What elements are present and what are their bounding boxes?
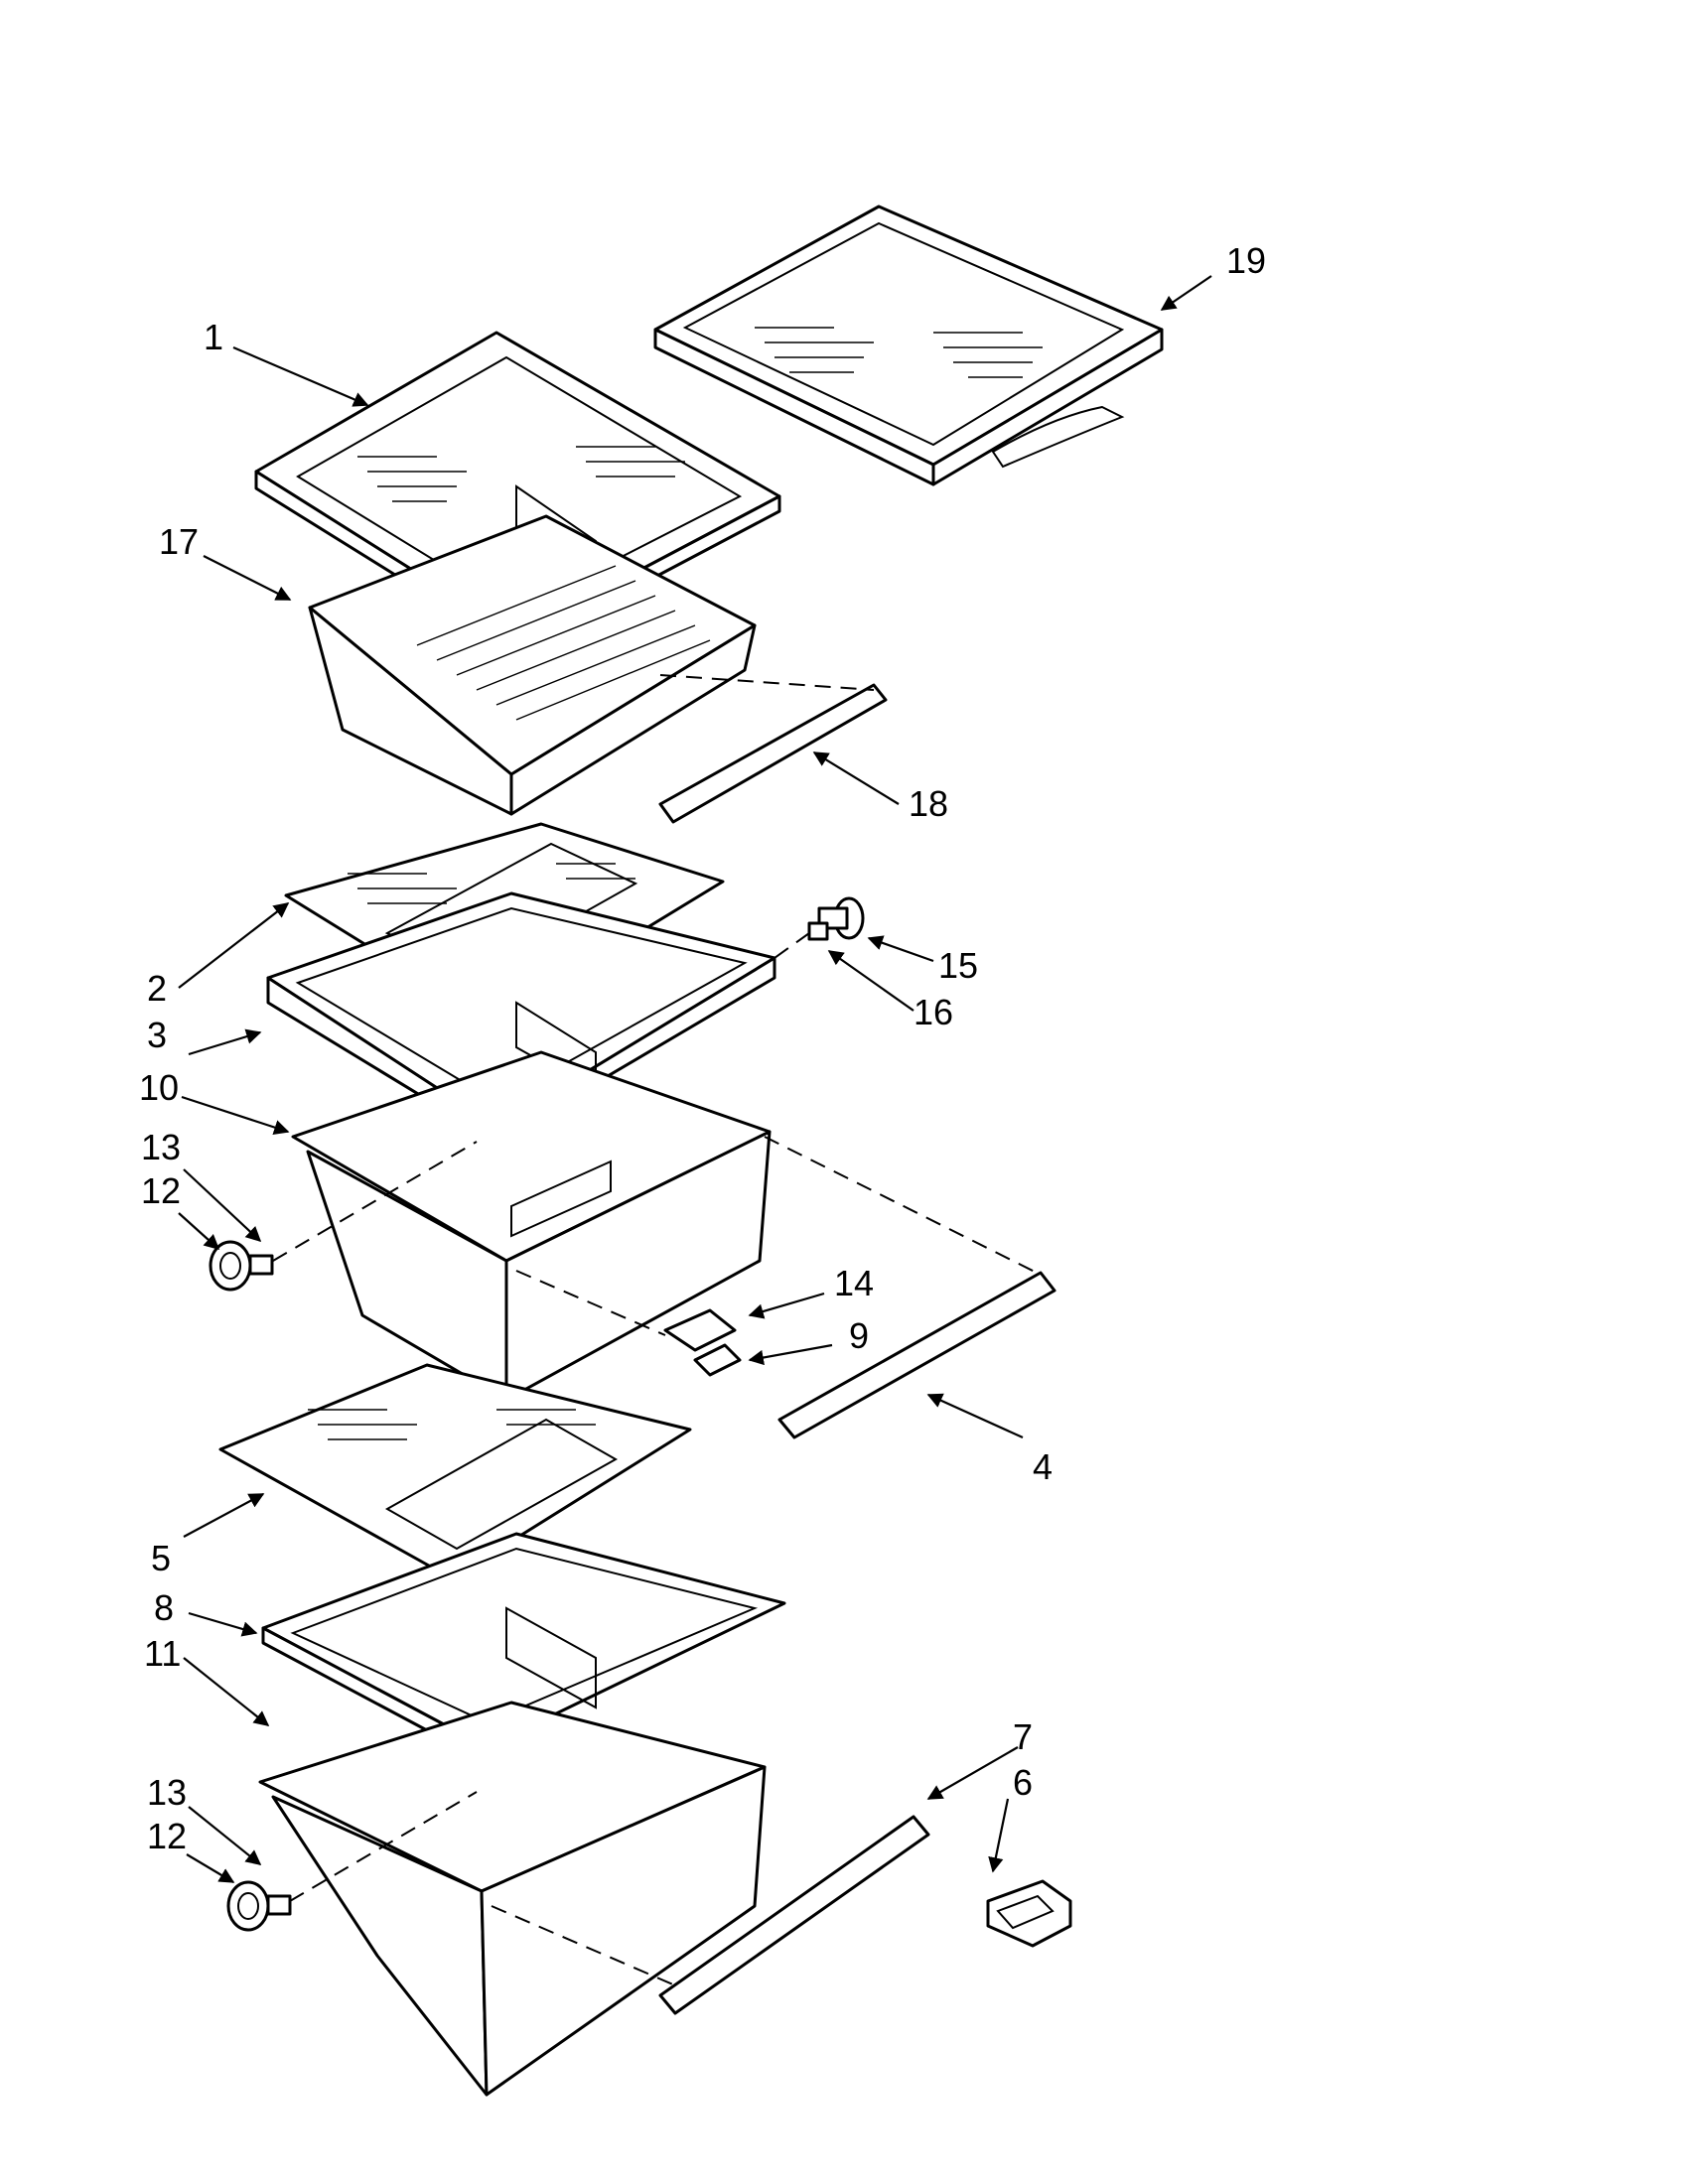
clip-14-9	[515, 1270, 742, 1377]
crisper-cover-5	[218, 1363, 692, 1580]
callout-12-lower: 12	[147, 1816, 187, 1856]
callout-13-upper: 13	[141, 1127, 181, 1167]
callout-6: 6	[1013, 1762, 1033, 1803]
callout-9: 9	[849, 1315, 869, 1356]
crisper-drawer-11	[258, 1701, 767, 2097]
callout-7: 7	[1013, 1716, 1033, 1757]
callout-14: 14	[834, 1263, 874, 1303]
glass-shelf-19	[653, 205, 1164, 486]
callout-12-upper: 12	[141, 1170, 181, 1211]
knob-12-13-lower	[226, 1791, 478, 1932]
knob-15-screw-16	[774, 896, 865, 959]
knob-12-13-upper	[209, 1141, 478, 1292]
bracket-6	[986, 1879, 1072, 1948]
crisper-pan-17	[308, 514, 757, 816]
crisper-drawer-10	[291, 1050, 1044, 1402]
leader-lines	[178, 275, 1212, 1883]
rail-4	[777, 1271, 1056, 1439]
callout-1: 1	[204, 317, 223, 357]
callout-10: 10	[139, 1067, 179, 1108]
callout-11: 11	[144, 1633, 181, 1674]
callout-17: 17	[159, 521, 199, 562]
callout-5: 5	[151, 1538, 171, 1578]
callout-16: 16	[914, 992, 953, 1032]
callout-3: 3	[147, 1015, 167, 1055]
callout-13-lower: 13	[147, 1772, 187, 1813]
callout-4: 4	[1033, 1446, 1053, 1487]
rail-18	[658, 674, 888, 824]
callout-18: 18	[909, 783, 948, 824]
callout-labels: 1 19 17 18 15 16 2 3 10 13 12 14 9 4 5 8…	[139, 240, 1266, 1856]
callout-15: 15	[938, 945, 978, 986]
callout-19: 19	[1226, 240, 1266, 281]
callout-2: 2	[147, 968, 167, 1009]
callout-8: 8	[154, 1587, 174, 1628]
rail-7	[658, 1815, 930, 2015]
